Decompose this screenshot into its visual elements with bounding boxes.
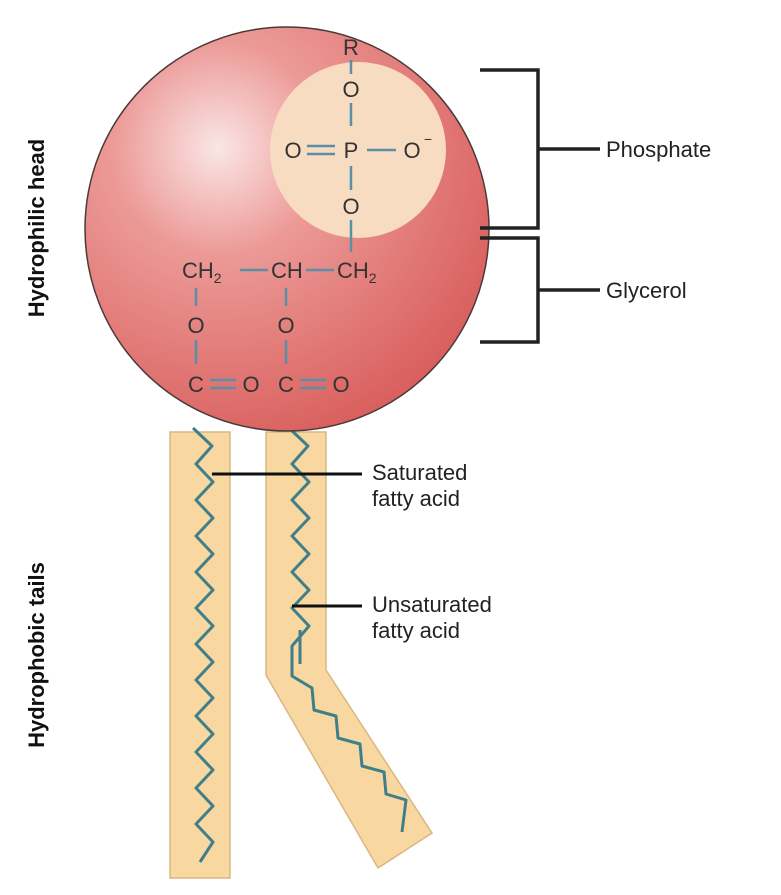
atom-o-ester-center: O xyxy=(277,313,294,338)
atom-o-carbonyl-center: O xyxy=(332,372,349,397)
atom-o-top: O xyxy=(342,77,359,102)
phosphate-bracket xyxy=(480,68,540,230)
minus-charge: − xyxy=(424,131,432,147)
saturated-label-line1: Saturated xyxy=(372,460,467,485)
phosphate-region xyxy=(270,62,446,238)
atom-ch2-right: CH2 xyxy=(337,258,377,286)
atom-r: R xyxy=(343,35,359,60)
saturated-chain xyxy=(191,426,215,863)
phosphate-label: Phosphate xyxy=(606,137,711,162)
unsaturated-label-line2: fatty acid xyxy=(372,618,460,643)
hydrophobic-tails-label: Hydrophobic tails xyxy=(24,562,49,748)
atom-ch2-left: CH2 xyxy=(182,258,222,286)
unsaturated-label-line1: Unsaturated xyxy=(372,592,492,617)
saturated-tail xyxy=(169,426,231,879)
atom-p: P xyxy=(344,138,359,163)
atom-o-carbonyl-left: O xyxy=(242,372,259,397)
hydrophilic-head-label: Hydrophilic head xyxy=(24,139,49,317)
atom-c-center: C xyxy=(278,372,294,397)
atom-c-left: C xyxy=(188,372,204,397)
glycerol-bracket xyxy=(480,236,540,344)
unsaturated-tail xyxy=(265,426,434,870)
unsaturated-tail-body xyxy=(265,431,434,870)
atom-o-ester-left: O xyxy=(187,313,204,338)
phosphate-group: R O O P O − O xyxy=(284,35,432,252)
atom-o-right: O xyxy=(403,138,420,163)
atom-o-left: O xyxy=(284,138,301,163)
atom-ch-center: CH xyxy=(271,258,303,283)
saturated-tail-body xyxy=(169,431,231,879)
hydrophilic-head-sphere xyxy=(84,26,490,432)
glycerol-label: Glycerol xyxy=(606,278,687,303)
glycerol-backbone: CH2 CH CH2 O C O O C O xyxy=(182,258,377,397)
atom-o-bottom: O xyxy=(342,194,359,219)
saturated-label-line2: fatty acid xyxy=(372,486,460,511)
